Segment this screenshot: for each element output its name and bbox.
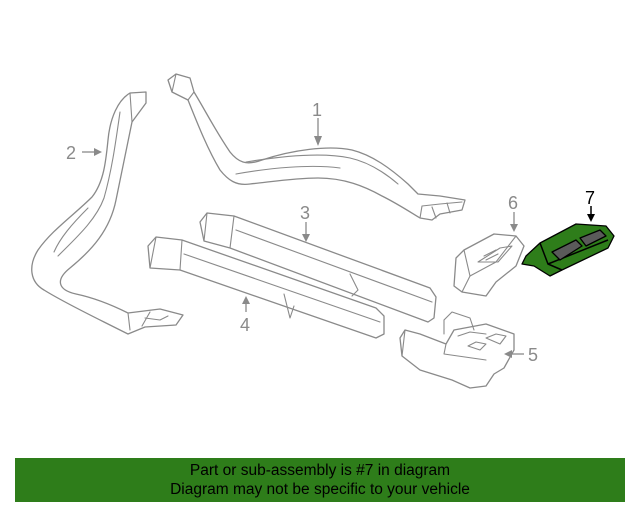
callout-4: 4 <box>240 315 250 335</box>
callout-leaders <box>82 118 595 358</box>
callout-7: 7 <box>585 188 595 208</box>
part-5-duct[interactable] <box>399 311 515 389</box>
parts-diagram: 1 2 3 4 5 6 7 <box>31 73 615 389</box>
callout-1: 1 <box>312 100 322 120</box>
banner-line-2: Diagram may not be specific to your vehi… <box>170 481 470 498</box>
callout-6: 6 <box>508 193 518 213</box>
part-3-duct[interactable] <box>199 212 437 323</box>
part-4-duct[interactable] <box>147 236 385 339</box>
part-info-banner: Part or sub-assembly is #7 in diagram Di… <box>15 458 625 502</box>
part-1-duct[interactable] <box>167 73 466 221</box>
callout-2: 2 <box>66 143 76 163</box>
part-6-vent[interactable] <box>453 233 525 297</box>
part-2-duct[interactable] <box>31 91 184 335</box>
part-7-vent-highlighted[interactable] <box>521 223 615 277</box>
callout-5: 5 <box>528 345 538 365</box>
banner-line-1: Part or sub-assembly is #7 in diagram <box>189 462 451 479</box>
callout-3: 3 <box>300 203 310 223</box>
